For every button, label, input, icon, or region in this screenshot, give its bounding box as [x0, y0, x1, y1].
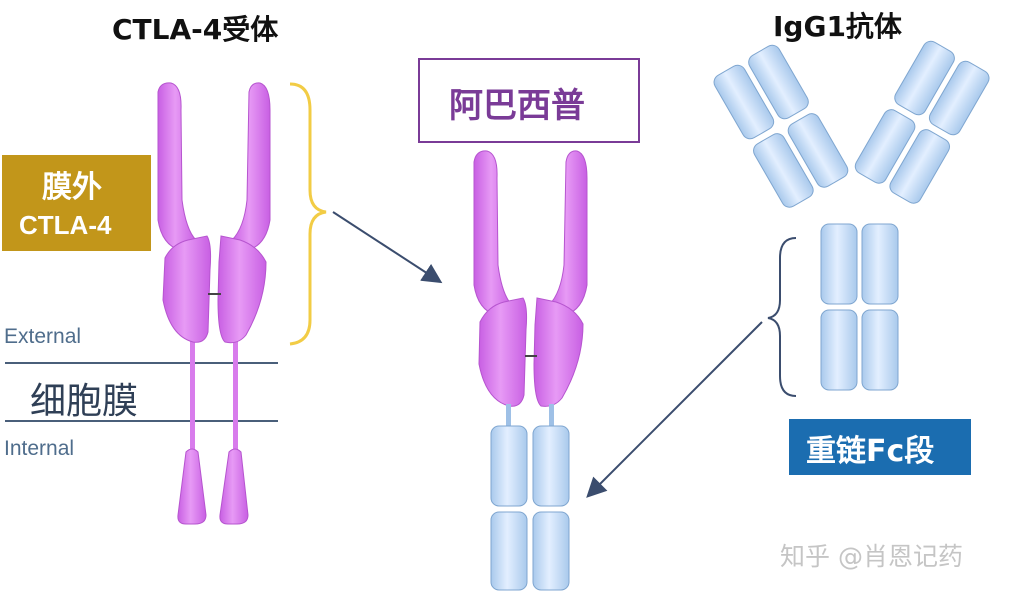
igg1-fc-ch2-right [861, 223, 899, 305]
abatacept-v-domain-left [473, 150, 513, 316]
igg1-fab-left-heavy-1 [748, 44, 809, 120]
abatacept-structure [473, 150, 588, 591]
cell-membrane-label: 细胞膜 [30, 381, 139, 422]
igg1-fab-right-heavy-1 [894, 40, 955, 116]
extracellular-label-box [2, 155, 151, 251]
abatacept-fc-ch2-right [532, 425, 570, 507]
ctla4-lower-domain-left [162, 235, 212, 343]
watermark: 知乎 @肖恩记药 [780, 542, 963, 571]
abatacept-fc-ch2-left [490, 425, 528, 507]
abatacept-lower-domain-right [533, 297, 584, 407]
igg1-fab-right-light-1 [928, 60, 990, 136]
ctla4-v-domain-right [231, 82, 271, 251]
ctla4-label: CTLA-4 [19, 210, 112, 240]
external-label: External [4, 325, 82, 348]
ctla4-receptor [5, 82, 327, 525]
igg1-fc-ch3-left [820, 309, 858, 391]
igg1-fc-ch3-right [861, 309, 899, 391]
ctla4-receptor-title: CTLA-4受体 [112, 13, 279, 46]
fc-label-box [789, 419, 971, 475]
igg1-antibody-title: IgG1抗体 [773, 10, 902, 43]
extracellular-bracket [289, 82, 327, 346]
igg1-fab-left-heavy-2 [787, 113, 849, 188]
arrow-to-abatacept [332, 211, 443, 284]
igg1-fc-ch2-left [820, 223, 858, 305]
ctla4-stalk-left [190, 340, 195, 455]
abatacept-hinge-left [506, 404, 511, 430]
igg1-fab-left-light-1 [713, 64, 775, 140]
heavy-chain-fc-label: 重链Fc段 [806, 434, 935, 469]
extracellular-label: 膜外 [42, 170, 102, 205]
ctla4-tail-right [219, 448, 249, 525]
arrow-to-abatacept-fc [586, 321, 763, 498]
abatacept-fc-ch3-left [490, 511, 528, 591]
igg1-fab-left-light-2 [753, 133, 814, 208]
igg1-antibody-structure [713, 40, 990, 397]
igg1-fab-right-light-2 [889, 129, 951, 204]
igg1-fab-right-heavy-2 [854, 109, 916, 184]
abatacept-lower-domain-left [478, 297, 528, 407]
ctla4-lower-domain-right [217, 235, 267, 344]
abatacept-v-domain-right [548, 150, 588, 316]
internal-label: Internal [4, 437, 75, 460]
fc-bracket [767, 237, 797, 397]
ctla4-stalk-right [233, 340, 238, 455]
abatacept-label: 阿巴西普 [449, 86, 585, 126]
abatacept-fc-ch3-right [532, 511, 570, 591]
ctla4-tail-left [177, 448, 207, 525]
ctla4-v-domain-left [157, 82, 197, 251]
abatacept-label-box [418, 58, 640, 143]
abatacept-hinge-right [549, 404, 554, 430]
